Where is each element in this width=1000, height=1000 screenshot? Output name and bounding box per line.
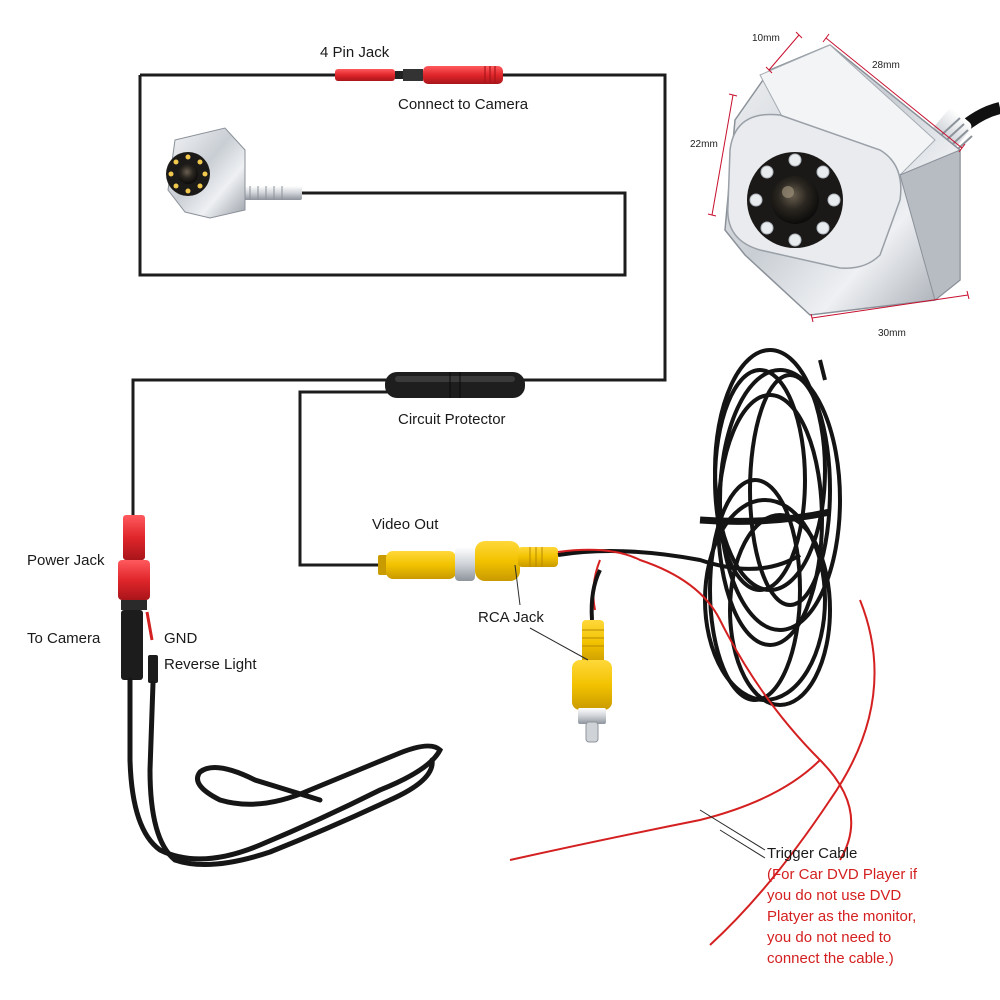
label-to-camera: To Camera — [27, 630, 101, 647]
label-power-jack: Power Jack — [27, 552, 105, 569]
trigger-note-line-3: Platyer as the monitor, — [767, 908, 917, 925]
dim-label-top-right: 28mm — [872, 60, 900, 71]
led-ring — [749, 153, 841, 247]
trigger-note-line-5: connect the cable.) — [767, 950, 894, 967]
dimension-lines — [707, 31, 970, 323]
power-jack-assembly — [118, 515, 158, 683]
label-four-pin-jack: 4 Pin Jack — [320, 44, 390, 61]
camera-small-photo — [166, 127, 302, 219]
trigger-cable-title: Trigger Cable — [767, 845, 858, 862]
label-circuit-protector: Circuit Protector — [398, 411, 506, 428]
dim-label-top: 10mm — [752, 33, 780, 44]
power-cable-coil — [127, 677, 444, 867]
dim-label-left: 22mm — [690, 139, 718, 150]
label-gnd: GND — [164, 630, 198, 647]
circuit-protector-module — [385, 372, 525, 398]
leader-lines — [514, 564, 766, 859]
trigger-note-line-1: (For Car DVD Player if — [767, 866, 918, 883]
main-cable-coil — [557, 348, 842, 707]
label-connect-to-camera: Connect to Camera — [398, 96, 529, 113]
dim-label-bottom: 30mm — [878, 328, 906, 339]
trigger-wire — [509, 548, 876, 946]
four-pin-jack-connector — [335, 66, 503, 84]
trigger-note-line-4: you do not need to — [767, 929, 892, 946]
trigger-note-line-2: you do not use DVD — [767, 887, 902, 904]
trigger-cable-note: Trigger Cable (For Car DVD Player if you… — [767, 843, 917, 969]
camera-large-photo — [724, 44, 1000, 316]
label-reverse-light: Reverse Light — [164, 656, 257, 673]
rca-video-out-connectors — [378, 541, 558, 581]
label-video-out: Video Out — [372, 516, 439, 533]
rca-jack-plug — [572, 569, 612, 743]
label-rca-jack: RCA Jack — [478, 609, 544, 626]
